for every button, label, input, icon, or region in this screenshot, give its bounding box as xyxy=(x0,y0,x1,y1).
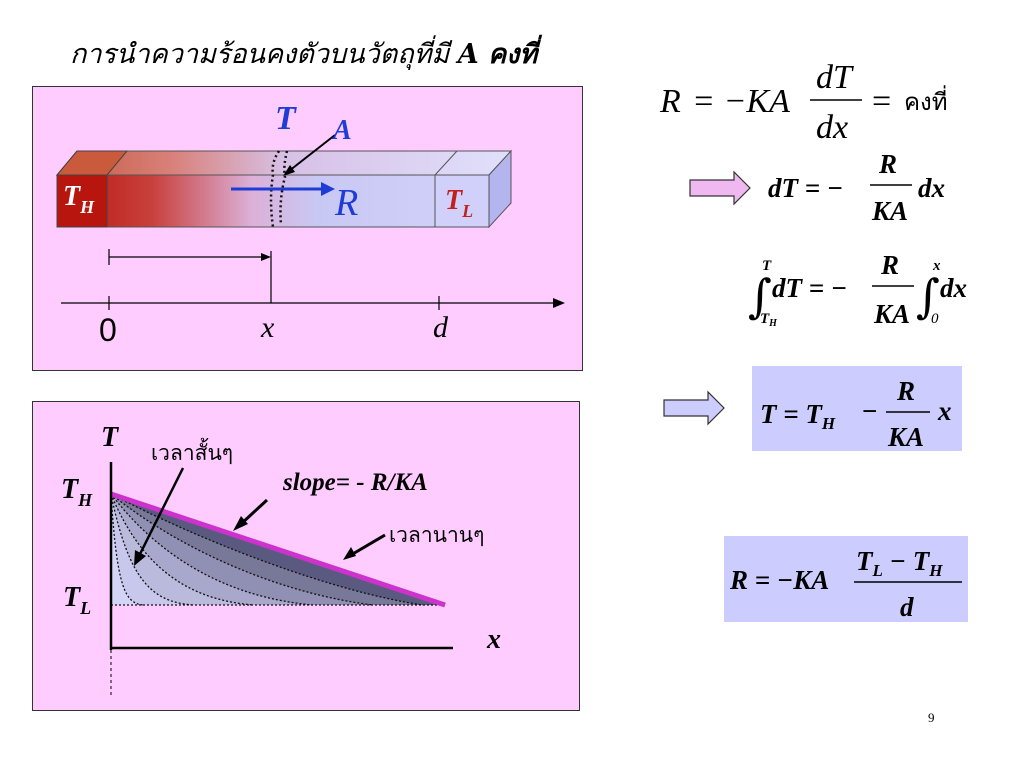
axis-x-label: x xyxy=(260,311,275,344)
svg-text:KA: KA xyxy=(871,196,908,226)
slide-title: การนำความร้อนคงตัวบนวัตถุที่มี A คงที่ xyxy=(70,32,537,75)
bar-TH-label: TH xyxy=(63,181,95,217)
svg-text:0: 0 xyxy=(931,311,939,327)
axis-d-label: d xyxy=(433,311,449,344)
equation-linear-profile: T = TH − R KA x xyxy=(760,376,952,452)
svg-text:dx: dx xyxy=(816,109,848,146)
svg-text:R: R xyxy=(878,149,897,179)
equation-separated: dT = − R KA dx xyxy=(768,149,945,226)
bar-TL-label: TL xyxy=(445,185,473,221)
svg-text:KA: KA xyxy=(873,299,910,329)
title-text: การนำความร้อนคงตัวบนวัตถุที่มี xyxy=(70,39,458,70)
svg-text:−: − xyxy=(862,396,877,426)
bar-front-face xyxy=(56,174,490,228)
bar-A-label: A xyxy=(331,115,352,146)
svg-text:คงที่: คงที่ xyxy=(904,85,948,116)
title-symbol-A: A xyxy=(457,39,479,70)
short-time-arrow xyxy=(137,467,185,557)
svg-text:dT = −: dT = − xyxy=(768,173,843,203)
svg-text:x: x xyxy=(932,258,941,274)
svg-text:dT: dT xyxy=(816,59,854,96)
svg-text:x: x xyxy=(937,396,952,426)
svg-text:dx: dx xyxy=(918,173,945,203)
title-suffix: คงที่ xyxy=(478,39,538,70)
long-time-arrow xyxy=(350,533,386,557)
axis-zero-label: 0 xyxy=(99,312,117,348)
svg-text:=: = xyxy=(872,83,891,120)
profile-TL-label: TL xyxy=(63,582,91,618)
cold-end-block xyxy=(434,174,490,228)
profile-curves xyxy=(110,493,445,606)
temperature-profile-diagram: T x TH TL เวลาสั้นๆ เวลานานๆ slope= - R/… xyxy=(61,422,501,696)
arrow-icon-2 xyxy=(663,390,725,426)
svg-text:R: R xyxy=(880,250,899,280)
arrow-icon-1 xyxy=(689,170,751,206)
page-number: 9 xyxy=(928,710,935,725)
hot-end-block xyxy=(56,174,108,228)
profile-T-axis-label: T xyxy=(101,422,120,453)
hot-end-top xyxy=(55,150,129,176)
equation-fourier-law: R = −KA dT dx = คงที่ xyxy=(659,59,948,146)
cross-section-A xyxy=(269,150,289,228)
svg-text:TH: TH xyxy=(760,311,778,329)
svg-text:TL − TH: TL − TH xyxy=(856,546,943,580)
bar-diagram-panel: T A R TH TL 0 x d xyxy=(32,86,583,371)
bar-R-label: R xyxy=(334,182,358,224)
svg-text:KA: KA xyxy=(887,422,924,452)
A-pointer-arrow xyxy=(288,134,336,172)
equation-linear-box xyxy=(752,366,962,451)
svg-text:R = −KA: R = −KA xyxy=(729,565,829,595)
profile-diagram-panel: T x TH TL เวลาสั้นๆ เวลานานๆ slope= - R/… xyxy=(32,401,580,711)
steady-state-line xyxy=(110,491,446,608)
equation-heat-rate: R = −KA TL − TH d xyxy=(729,546,962,622)
svg-text:T = TH: T = TH xyxy=(760,399,836,433)
slope-arrow xyxy=(239,498,269,526)
svg-text:= −KA: = −KA xyxy=(692,83,790,120)
equations: R = −KA dT dx = คงที่ dT = − R KA dx ∫ T… xyxy=(659,59,968,622)
long-time-label: เวลานานๆ xyxy=(389,523,484,547)
equation-integral: ∫ T TH dT = − R KA ∫ x 0 dx xyxy=(748,250,967,329)
equation-heat-rate-box xyxy=(724,536,968,622)
svg-text:T: T xyxy=(762,258,772,274)
svg-text:d: d xyxy=(900,592,914,622)
svg-text:R: R xyxy=(659,83,681,120)
svg-text:dx: dx xyxy=(940,273,967,303)
integral-sign-1: ∫ xyxy=(748,269,772,323)
bar-diagram: T A R TH TL 0 x d xyxy=(55,100,565,348)
profile-x-axis-label: x xyxy=(486,624,501,655)
svg-text:dT = −: dT = − xyxy=(772,273,847,303)
bar-T-label: T xyxy=(275,100,297,137)
slope-label: slope= - R/KA xyxy=(282,469,428,496)
integral-sign-2: ∫ xyxy=(916,269,940,323)
short-time-label: เวลาสั้นๆ xyxy=(151,438,233,465)
profile-TH-label: TH xyxy=(61,474,93,510)
svg-text:R: R xyxy=(896,376,915,406)
